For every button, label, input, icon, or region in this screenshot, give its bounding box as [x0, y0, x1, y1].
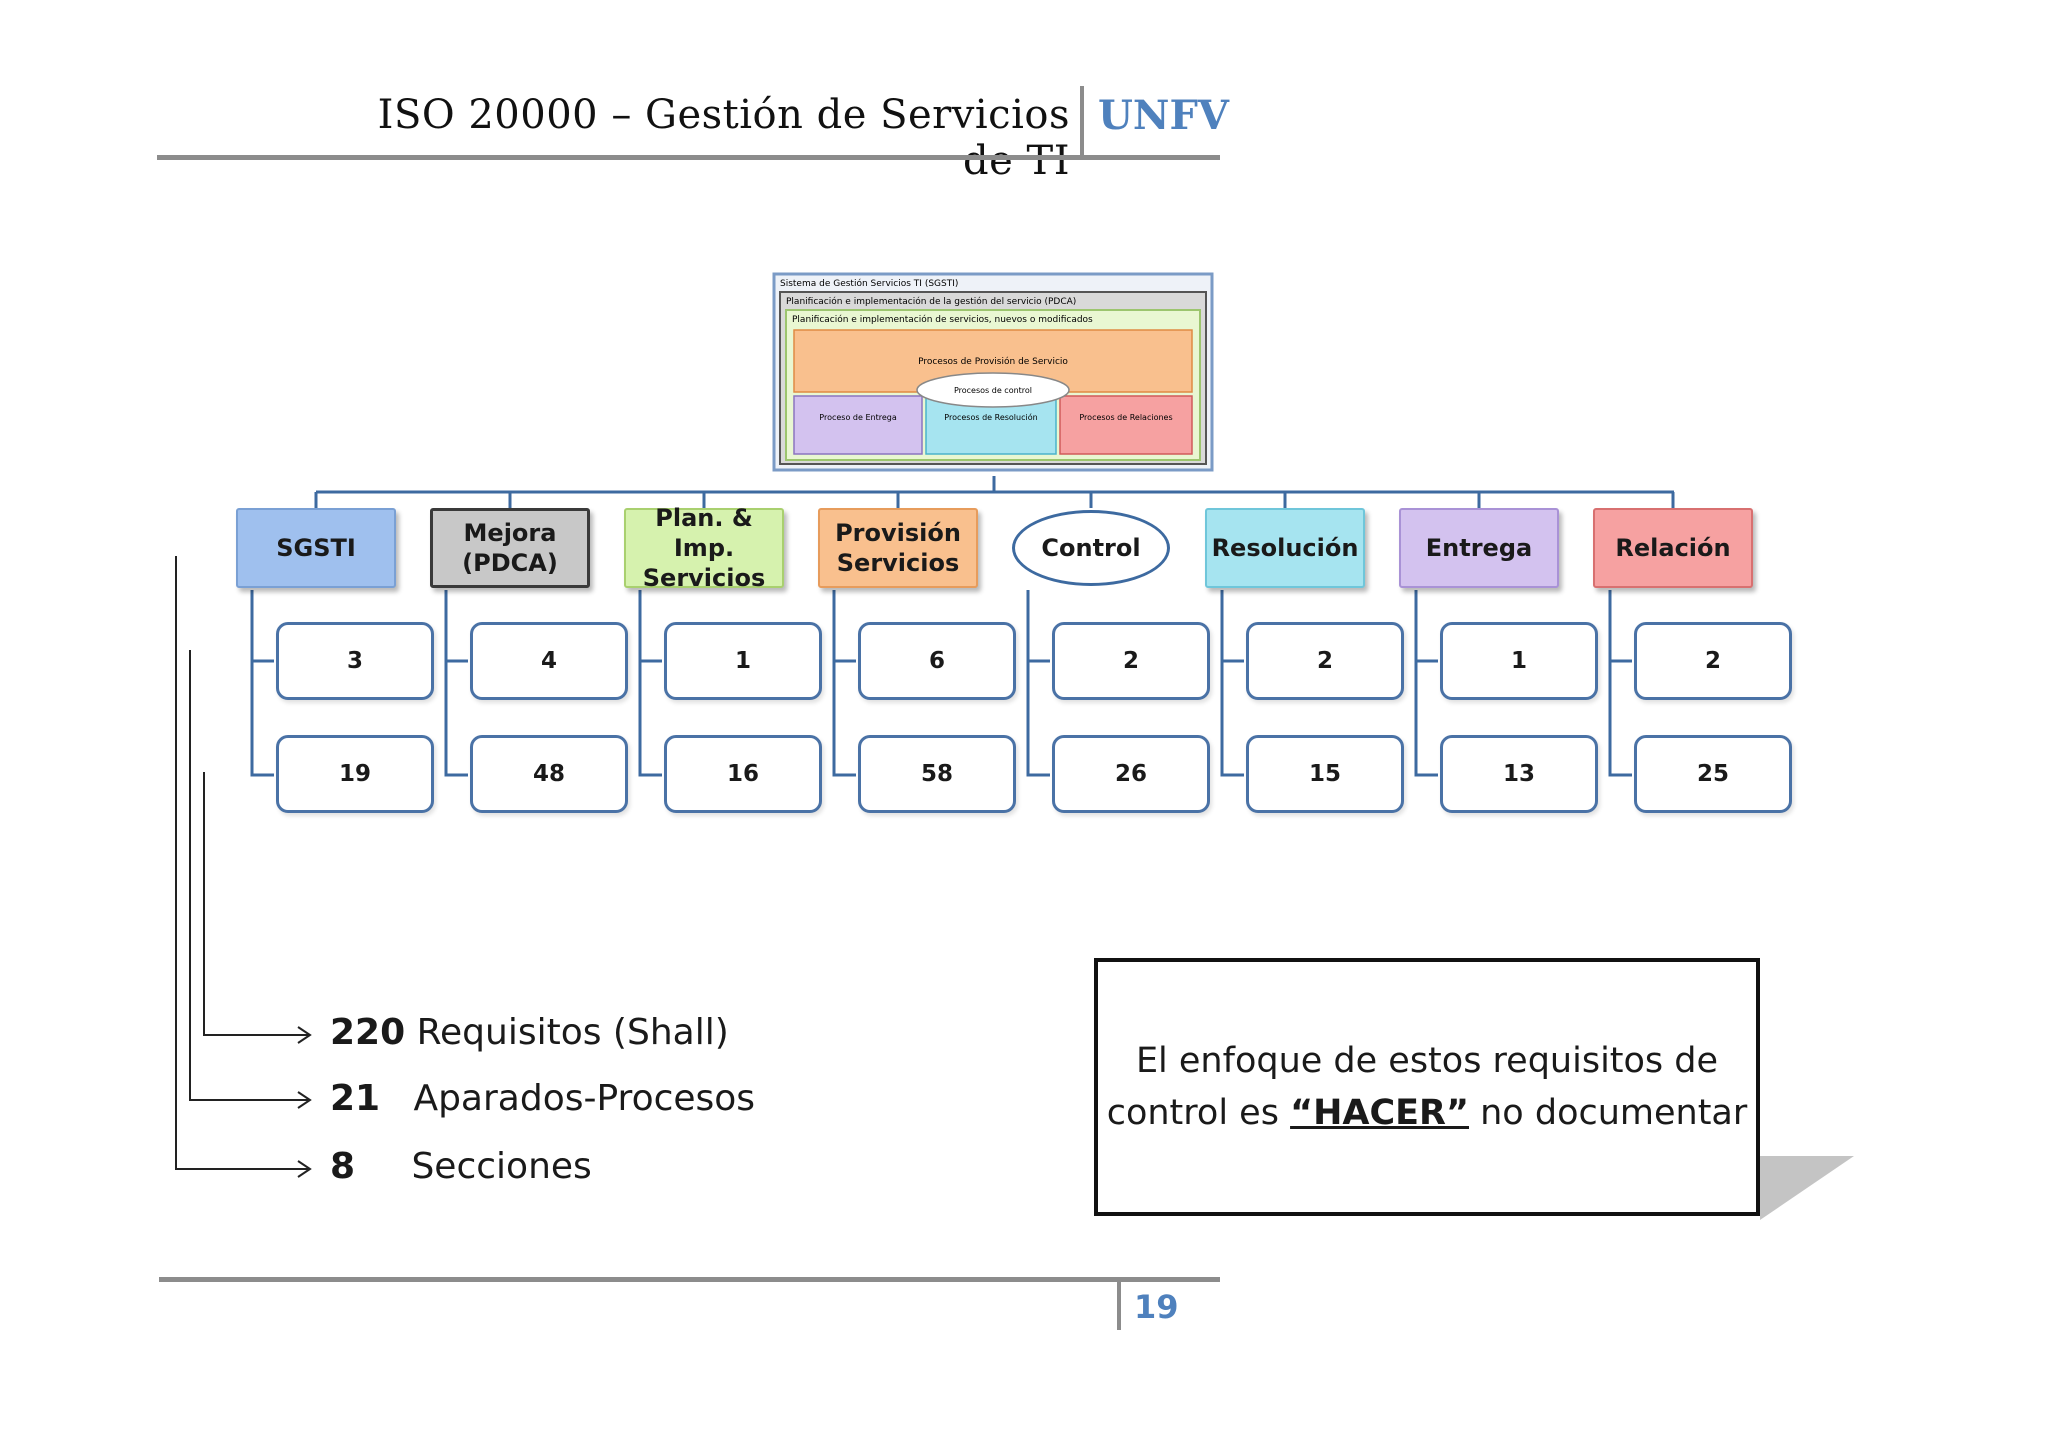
count-plan-imp-b: 16: [664, 735, 822, 813]
summary-requisitos-number: 220: [330, 1012, 406, 1053]
category-mejora: Mejora (PDCA): [430, 508, 590, 588]
header-org: UNFV: [1098, 92, 1229, 139]
thumb-provision-label: Procesos de Provisión de Servicio: [918, 356, 1068, 367]
category-relacion: Relación: [1593, 508, 1753, 588]
thumb-outer-label: Sistema de Gestión Servicios TI (SGSTI): [780, 278, 958, 289]
thumb-plan-label: Planificación e implementación de servic…: [792, 314, 1093, 325]
summary-requisitos: 220 Requisitos (Shall): [330, 1012, 729, 1053]
thumb-relaciones-label: Procesos de Relaciones: [1079, 413, 1172, 422]
count-mejora-b: 48: [470, 735, 628, 813]
category-control: Control: [1012, 510, 1170, 586]
category-sgsti: SGSTI: [236, 508, 396, 588]
note-shadow: [1760, 1156, 1854, 1220]
category-entrega: Entrega: [1399, 508, 1559, 588]
count-entrega-a: 1: [1440, 622, 1598, 700]
summary-aparados-number: 21: [330, 1078, 381, 1119]
header-rule: [157, 155, 1220, 160]
note-box: El enfoque de estos requisitos de contro…: [1094, 958, 1760, 1216]
category-provision: Provisión Servicios: [818, 508, 978, 588]
summary-aparados: 21 Aparados-Procesos: [330, 1078, 755, 1119]
count-resolucion-b: 15: [1246, 735, 1404, 813]
note-line-2-prefix: control es: [1106, 1093, 1291, 1133]
count-relacion-a: 2: [1634, 622, 1792, 700]
count-provision-b: 58: [858, 735, 1016, 813]
count-sgsti-b: 19: [276, 735, 434, 813]
note-emphasis: “HACER”: [1290, 1093, 1469, 1133]
thumb-pdca-label: Planificación e implementación de la ges…: [786, 296, 1076, 307]
footer-separator: [1117, 1280, 1121, 1330]
sgsti-thumbnail-diagram: Sistema de Gestión Servicios TI (SGSTI) …: [772, 272, 1214, 472]
count-entrega-b: 13: [1440, 735, 1598, 813]
note-line-1: El enfoque de estos requisitos de: [1135, 1040, 1719, 1081]
summary-aparados-text: Aparados-Procesos: [413, 1078, 756, 1119]
count-resolucion-a: 2: [1246, 622, 1404, 700]
header-title: ISO 20000 – Gestión de Servicios de TI: [377, 92, 1070, 184]
thumb-control-label: Procesos de control: [954, 386, 1032, 395]
thumb-resolucion-label: Procesos de Resolución: [944, 412, 1037, 422]
count-control-a: 2: [1052, 622, 1210, 700]
category-plan-imp: Plan. & Imp. Servicios: [624, 504, 784, 592]
header-separator: [1080, 86, 1084, 158]
page-number: 19: [1134, 1288, 1179, 1326]
count-control-b: 26: [1052, 735, 1210, 813]
note-line-2: control es “HACER” no documentar: [1107, 1087, 1748, 1140]
summary-requisitos-text: Requisitos (Shall): [416, 1012, 729, 1053]
summary-secciones-number: 8: [330, 1146, 356, 1187]
count-plan-imp-a: 1: [664, 622, 822, 700]
count-provision-a: 6: [858, 622, 1016, 700]
count-mejora-a: 4: [470, 622, 628, 700]
count-relacion-b: 25: [1634, 735, 1792, 813]
category-resolucion: Resolución: [1205, 508, 1365, 588]
summary-secciones: 8 Secciones: [330, 1146, 592, 1187]
summary-secciones-text: Secciones: [411, 1146, 592, 1187]
thumb-entrega-label: Proceso de Entrega: [819, 413, 897, 422]
note-line-2-suffix: no documentar: [1469, 1093, 1748, 1133]
count-sgsti-a: 3: [276, 622, 434, 700]
footer-rule: [159, 1277, 1220, 1282]
